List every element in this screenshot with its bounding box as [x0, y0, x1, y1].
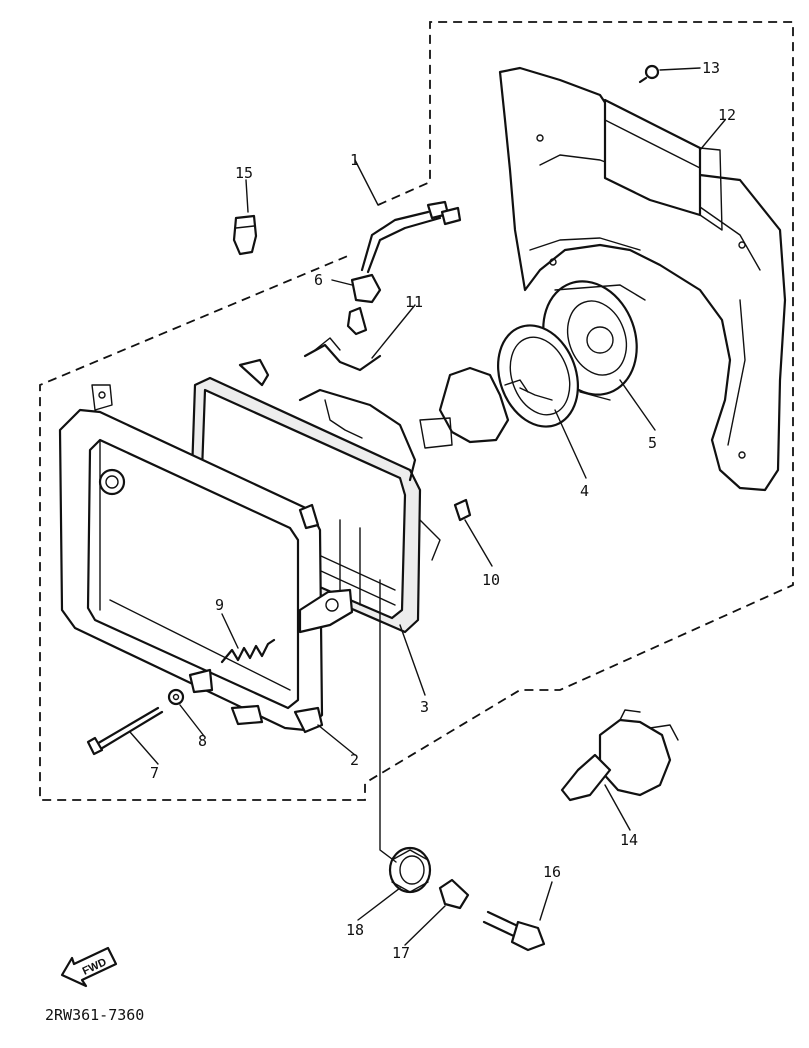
label-5: 5: [648, 434, 657, 452]
label-3: 3: [420, 698, 429, 716]
nut: [453, 498, 472, 522]
label-13: 13: [702, 59, 720, 77]
label-16: 16: [543, 863, 561, 881]
position-light-socket: [346, 200, 462, 336]
label-1: 1: [350, 151, 359, 169]
label-8: 8: [198, 732, 207, 750]
label-15: 15: [235, 164, 253, 182]
label-14: 14: [620, 831, 638, 849]
washer: [167, 688, 185, 706]
bulb-holder: [419, 366, 529, 449]
label-2: 2: [350, 751, 359, 769]
headlight-rim: [58, 384, 354, 734]
bracket-cover: [603, 98, 723, 231]
assembly-line: [379, 579, 397, 863]
clip: [303, 337, 382, 372]
bolt: [482, 910, 546, 952]
label-4: 4: [580, 482, 589, 500]
grommet: [388, 846, 432, 894]
label-17: 17: [392, 944, 410, 962]
fwd-arrow: FWD: [60, 946, 118, 988]
leader-lines: [129, 119, 726, 946]
label-12: 12: [718, 106, 736, 124]
part-labels: 1 15 6 11 13 12 5 4 10 3 9 2 8 7 14 16 1…: [150, 59, 736, 962]
label-7: 7: [150, 764, 159, 782]
label-10: 10: [482, 571, 500, 589]
screw-13: [638, 64, 701, 84]
collar: [438, 878, 470, 910]
retaining-ring: [497, 324, 579, 428]
small-bulb: [232, 214, 258, 256]
headlight-bulb: [560, 709, 679, 802]
label-11: 11: [405, 293, 423, 311]
part-code: 2RW361-7360: [45, 1006, 144, 1024]
adjusting-screw: [86, 706, 164, 756]
label-6: 6: [314, 271, 323, 289]
adjusting-spring: [220, 638, 276, 664]
label-18: 18: [346, 921, 364, 939]
label-9: 9: [215, 596, 224, 614]
assembly-boundary: [39, 21, 794, 801]
